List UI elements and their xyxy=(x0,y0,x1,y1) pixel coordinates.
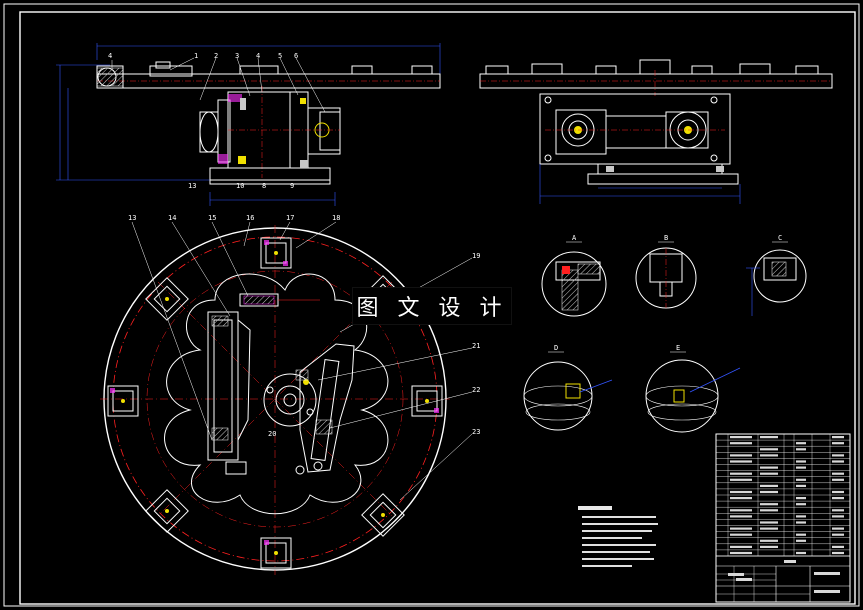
svg-text:E: E xyxy=(676,344,680,352)
bom-cell-text xyxy=(796,551,806,555)
top-right-plan-view xyxy=(479,59,833,204)
svg-text:8: 8 xyxy=(262,182,266,190)
bom-cell-text xyxy=(760,466,778,469)
bom-cell-text xyxy=(760,527,778,530)
bom-cell-text xyxy=(730,442,752,445)
bom-cell-text xyxy=(832,527,844,530)
svg-text:18: 18 xyxy=(332,214,340,222)
svg-text:1: 1 xyxy=(194,52,198,60)
inner-border xyxy=(19,11,856,605)
center-hub xyxy=(263,373,317,427)
bom-cell-text xyxy=(832,478,844,481)
bom-cell-text xyxy=(832,442,844,445)
bom-cell-text xyxy=(760,472,778,475)
parts-list-and-title-block xyxy=(715,433,851,603)
top-left-side-view: 4 1 2 3 4 5 6 13 10 8 9 xyxy=(56,43,441,206)
bom-cell-text xyxy=(730,527,752,530)
bom-cell-text xyxy=(832,509,844,512)
svg-text:10: 10 xyxy=(236,182,244,190)
bom-cell-text xyxy=(832,533,844,536)
bom-cell-text xyxy=(760,503,778,506)
bom-cell-text xyxy=(832,490,844,494)
bom-cell-text xyxy=(796,460,806,463)
bom-cell-text xyxy=(796,521,806,524)
bom-cell-text xyxy=(730,509,752,512)
svg-text:16: 16 xyxy=(246,214,254,222)
bom-cell-text xyxy=(730,472,752,475)
watermark-text: 图 文 设 计 xyxy=(356,296,508,321)
bom-cell-text xyxy=(832,454,844,457)
bom-cell-text xyxy=(730,497,752,500)
svg-text:20: 20 xyxy=(268,430,276,438)
bom-cell-text xyxy=(760,448,778,451)
bom-cell-text xyxy=(796,539,806,542)
svg-text:4: 4 xyxy=(108,52,112,60)
bom-cell-text xyxy=(730,436,752,439)
bom-cell-text xyxy=(730,460,752,463)
bom-cell-text xyxy=(832,545,844,548)
bom-cell-text xyxy=(760,454,778,457)
bom-cell-text xyxy=(730,515,752,518)
bom-cell-text xyxy=(796,484,806,487)
outer-border xyxy=(3,3,860,607)
svg-text:5: 5 xyxy=(278,52,282,60)
bom-cell-text xyxy=(760,484,778,487)
svg-text:6: 6 xyxy=(294,52,298,60)
bom-cell-text xyxy=(730,533,752,536)
bom-cell-text xyxy=(796,497,806,500)
bom-cell-text xyxy=(730,454,752,457)
svg-text:23: 23 xyxy=(472,428,480,436)
bom-cell-text xyxy=(760,490,778,494)
svg-text:D: D xyxy=(554,344,558,352)
svg-text:9: 9 xyxy=(290,182,294,190)
watermark-banner: 图 文 设 计 xyxy=(352,287,512,325)
svg-text:C: C xyxy=(778,234,782,242)
bom-cell-text xyxy=(760,436,778,439)
bom-cell-text xyxy=(796,478,806,481)
bom-cell-text xyxy=(832,515,844,518)
bom-cell-text xyxy=(832,472,844,475)
svg-text:19: 19 xyxy=(472,252,480,260)
technical-notes xyxy=(578,506,658,567)
bom-cell-text xyxy=(796,442,806,445)
svg-text:2: 2 xyxy=(214,52,218,60)
svg-text:B: B xyxy=(664,234,668,242)
bom-cell-text xyxy=(796,503,806,506)
bom-cell-text xyxy=(730,545,752,548)
bom-cell-text xyxy=(832,497,844,500)
bom-cell-text xyxy=(796,466,806,469)
bom-cell-text xyxy=(730,478,752,481)
svg-text:3: 3 xyxy=(235,52,239,60)
svg-text:17: 17 xyxy=(286,214,294,222)
bom-cell-text xyxy=(832,551,844,555)
svg-text:14: 14 xyxy=(168,214,176,222)
bom-cell-text xyxy=(796,448,806,451)
svg-text:4: 4 xyxy=(256,52,260,60)
svg-text:A: A xyxy=(572,234,577,242)
bom-cell-text xyxy=(730,490,752,494)
bom-cell-text xyxy=(796,515,806,518)
svg-text:13: 13 xyxy=(128,214,136,222)
bom-cell-text xyxy=(730,551,752,555)
main-turntable-view: 13 14 15 16 17 18 19 21 22 23 20 xyxy=(100,214,480,575)
bom-cell-text xyxy=(760,539,778,542)
svg-text:22: 22 xyxy=(472,386,480,394)
bom-cell-text xyxy=(760,545,778,548)
bom-cell-text xyxy=(832,460,844,463)
bom-cell-text xyxy=(832,436,844,439)
svg-text:21: 21 xyxy=(472,342,480,350)
bom-cell-text xyxy=(760,521,778,524)
section-details: A B C D E xyxy=(523,234,807,433)
bom-cell-text xyxy=(796,533,806,536)
bom-cell-text xyxy=(760,509,778,512)
svg-text:13: 13 xyxy=(188,182,196,190)
svg-text:15: 15 xyxy=(208,214,216,222)
